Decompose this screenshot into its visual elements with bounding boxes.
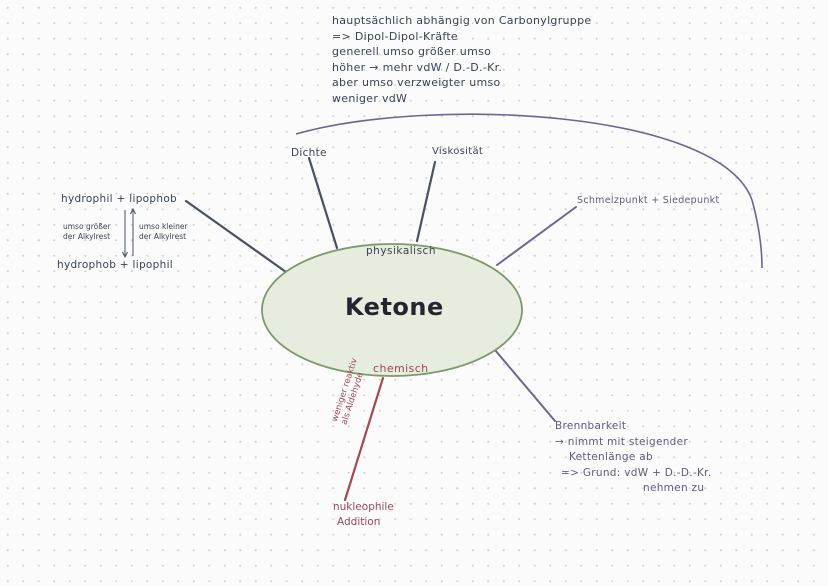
line-melting	[496, 206, 577, 266]
flammability-line: nehmen zu	[643, 482, 705, 494]
nucleophile-line: Addition	[337, 516, 381, 528]
flammability-line: Brennbarkeit	[555, 420, 627, 432]
label-physical: physikalisch	[366, 245, 436, 257]
note-smaller-alkyl: umso kleiner der Alkylrest	[139, 222, 188, 242]
note-larger-alkyl-line: umso größer	[63, 222, 111, 231]
flammability-line: → nimmt mit steigender	[555, 435, 689, 448]
note-smaller-alkyl-line: umso kleiner	[139, 222, 188, 231]
top-note-line: => Dipol-Dipol-Kräfte	[332, 29, 458, 43]
label-melting-boiling: Schmelzpunkt + Siedepunkt	[577, 195, 720, 206]
label-viscosity: Viskosität	[432, 146, 484, 157]
arc-viscosity-bracket	[295, 113, 763, 269]
note-smaller-alkyl-line: der Alkylrest	[139, 232, 187, 241]
flammability-note: Brennbarkeit → nimmt mit steigender Kett…	[555, 419, 711, 497]
top-note-line: hauptsächlich abhängig von Carbonylgrupp…	[332, 14, 592, 27]
top-note-line: weniger vdW	[332, 91, 408, 105]
note-larger-alkyl-line: der Alkylrest	[63, 232, 111, 241]
nucleophile-note: nukleophile Addition	[333, 500, 394, 530]
flammability-line: Kettenlänge ab	[569, 451, 653, 463]
line-chemical	[343, 376, 385, 502]
center-ellipse	[261, 243, 523, 377]
top-note: hauptsächlich abhängig von Carbonylgrupp…	[332, 13, 591, 106]
arrow-up-head	[130, 207, 136, 215]
line-density	[307, 156, 339, 250]
line-flammability	[494, 349, 556, 422]
line-viscosity	[415, 160, 437, 243]
line-hydrophil	[184, 199, 288, 274]
label-chemical: chemisch	[373, 362, 429, 375]
top-note-line: höher → mehr vdW / D.-D.-Kr.	[332, 60, 503, 74]
top-note-line: aber umso verzweigter umso	[332, 76, 501, 89]
flammability-line: => Grund: vdW + D.-D.-Kr.	[561, 466, 712, 479]
arrow-down-head	[122, 251, 128, 259]
note-larger-alkyl: umso größer der Alkylrest	[63, 222, 111, 242]
label-hydrophil: hydrophil + lipophob	[61, 193, 178, 205]
nucleophile-line: nukleophile	[333, 501, 394, 513]
label-hydrophob: hydrophob + lipophil	[57, 259, 174, 271]
top-note-line: generell umso größer umso	[332, 45, 492, 58]
center-title: Ketone	[345, 293, 444, 321]
label-density: Dichte	[291, 147, 327, 159]
